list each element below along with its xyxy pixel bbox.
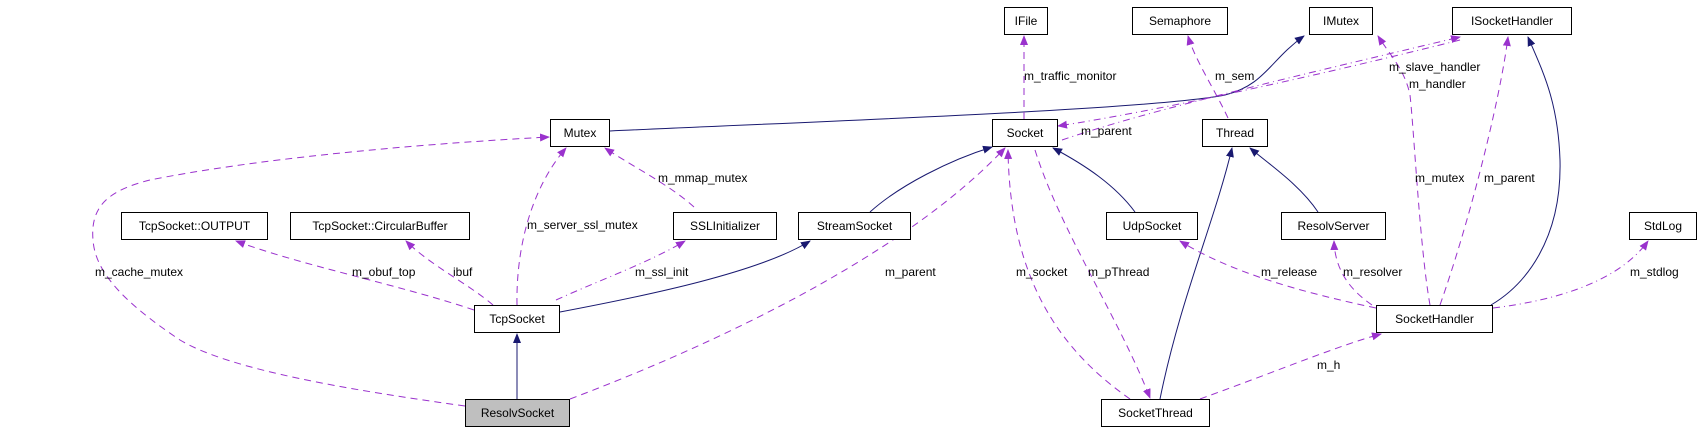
edge-udpsocket-socket <box>1052 147 1136 213</box>
node-udpsocket[interactable]: UdpSocket <box>1106 212 1198 240</box>
node-resolvserver[interactable]: ResolvServer <box>1281 212 1386 240</box>
label-m-cache-mutex: m_cache_mutex <box>95 265 184 279</box>
node-stdlog[interactable]: StdLog <box>1629 212 1697 240</box>
edge-m-parent-socket <box>1057 39 1461 129</box>
node-socket[interactable]: Socket <box>992 119 1058 147</box>
label-m-stdlog: m_stdlog <box>1630 265 1679 279</box>
label-m-resolver: m_resolver <box>1343 265 1403 279</box>
label-m-socket: m_socket <box>1016 265 1068 279</box>
label-m-ssl-init: m_ssl_init <box>635 265 689 279</box>
label-m-release: m_release <box>1261 265 1318 279</box>
edge-m-stdlog <box>1492 240 1649 309</box>
edge-m-obuf-top <box>235 240 475 311</box>
label-m-obuf-top: m_obuf_top <box>352 265 416 279</box>
label-m-mmap-mutex: m_mmap_mutex <box>658 171 748 185</box>
label-m-parent-socket: m_parent <box>1081 124 1132 138</box>
edge-m-cache-mutex <box>92 133 550 407</box>
edge-m-ssl-init <box>555 240 686 301</box>
node-sockethandler[interactable]: SocketHandler <box>1376 305 1493 333</box>
node-ifile[interactable]: IFile <box>1004 7 1048 35</box>
edge-m-server-ssl-mutex <box>516 147 567 306</box>
node-socketthread[interactable]: SocketThread <box>1101 399 1210 427</box>
node-tcpsocket-output[interactable]: TcpSocket::OUTPUT <box>121 212 268 240</box>
label-m-slave-handler: m_slave_handler <box>1389 60 1481 74</box>
node-tcpsocket-circularbuffer[interactable]: TcpSocket::CircularBuffer <box>290 212 470 240</box>
node-mutex[interactable]: Mutex <box>550 119 610 147</box>
node-semaphore[interactable]: Semaphore <box>1132 7 1228 35</box>
edge-socketthread-thread <box>1159 147 1234 400</box>
edge-m-pthread <box>1034 149 1151 399</box>
edge-m-mutex <box>1377 35 1431 306</box>
label-m-sem: m_sem <box>1215 69 1255 83</box>
edge-m-resolver <box>1330 240 1373 306</box>
node-imutex[interactable]: IMutex <box>1309 7 1373 35</box>
edge-ibuf <box>405 240 494 306</box>
node-tcpsocket[interactable]: TcpSocket <box>474 305 560 333</box>
label-m-h: m_h <box>1317 358 1341 372</box>
node-isockethandler[interactable]: ISocketHandler <box>1452 7 1572 35</box>
label-m-parent-resolv: m_parent <box>885 265 936 279</box>
edge-mutex-imutex <box>609 35 1305 132</box>
label-m-traffic-monitor: m_traffic_monitor <box>1024 69 1117 83</box>
edge-m-parent-handler <box>1439 36 1511 306</box>
edge-streamsocket-socket <box>869 145 993 213</box>
label-m-mutex: m_mutex <box>1415 171 1465 185</box>
edge-tcpsocket-streamsocket <box>559 240 811 313</box>
node-sslinitializer[interactable]: SSLInitializer <box>673 212 777 240</box>
node-resolvsocket: ResolvSocket <box>465 399 570 427</box>
edge-m-slave-handler <box>1061 35 1461 141</box>
label-m-parent-handler: m_parent <box>1484 171 1535 185</box>
label-m-handler: m_handler <box>1409 77 1466 91</box>
edge-m-release <box>1179 240 1377 309</box>
edge-resolvserver-thread <box>1249 147 1319 213</box>
edge-m-h <box>1199 332 1382 400</box>
node-streamsocket[interactable]: StreamSocket <box>798 212 911 240</box>
edge-m-socket <box>1004 149 1131 400</box>
edge-sockethandler-isockethandler <box>1490 36 1561 306</box>
label-m-server-ssl-mutex: m_server_ssl_mutex <box>527 218 638 232</box>
label-m-pthread: m_pThread <box>1088 265 1150 279</box>
node-thread[interactable]: Thread <box>1202 119 1268 147</box>
edge-m-mmap-mutex <box>604 147 695 208</box>
edge-m-parent-resolv <box>569 147 1006 400</box>
label-ibuf: ibuf <box>453 265 473 279</box>
